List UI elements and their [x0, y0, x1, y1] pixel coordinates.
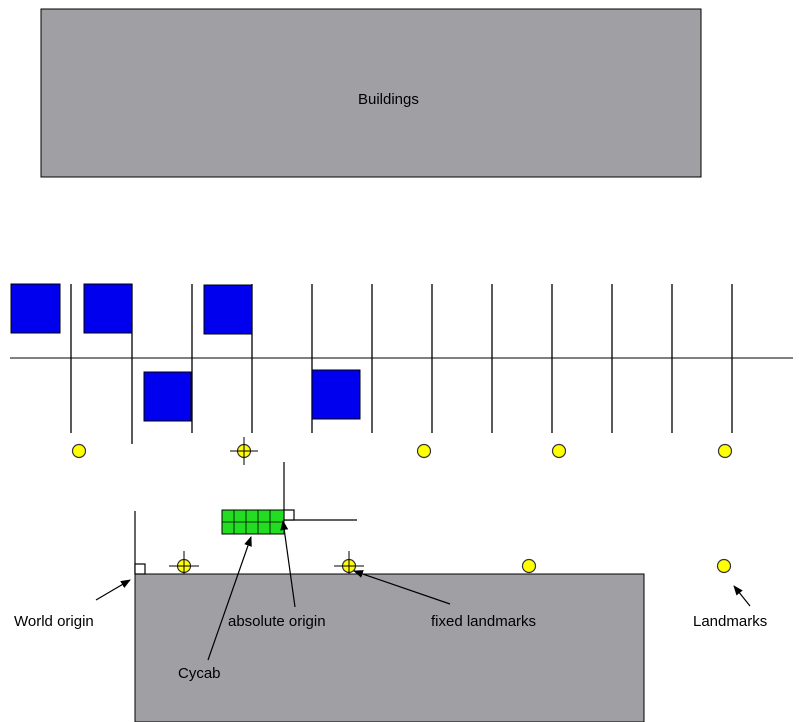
parked-car [203, 284, 253, 335]
world-origin-arrow [95, 579, 131, 601]
absolute-origin-axes [283, 462, 357, 521]
landmark [551, 443, 567, 459]
parked-car [83, 283, 133, 334]
landmark [716, 558, 732, 574]
parked-cars [10, 283, 361, 422]
building-top [40, 8, 702, 178]
absolute-origin-arrow [280, 520, 296, 608]
parked-car [311, 369, 361, 420]
cycab-label: Cycab [178, 665, 221, 682]
landmark [71, 443, 87, 459]
buildings-label: Buildings [358, 91, 419, 108]
landmark [521, 558, 537, 574]
fixed-landmarks [169, 437, 364, 581]
landmark [416, 443, 432, 459]
cycab-arrow [207, 536, 252, 661]
landmarks [71, 443, 733, 574]
fixed-landmarks-arrow [353, 570, 451, 605]
fixed-landmarks-label: fixed landmarks [431, 613, 536, 630]
landmarks-arrow [733, 585, 751, 607]
world-origin-axes [134, 511, 146, 575]
fixed-landmark [169, 551, 199, 581]
building-bottom [134, 573, 645, 722]
landmark [717, 443, 733, 459]
parked-car [10, 283, 61, 334]
cycab [221, 509, 285, 535]
parked-car [143, 371, 192, 422]
fixed-landmark [230, 437, 258, 465]
landmarks-label: Landmarks [693, 613, 767, 630]
annotation-arrows [95, 520, 751, 661]
absolute-origin-label: absolute origin [228, 613, 326, 630]
world-origin-label: World origin [14, 613, 94, 630]
